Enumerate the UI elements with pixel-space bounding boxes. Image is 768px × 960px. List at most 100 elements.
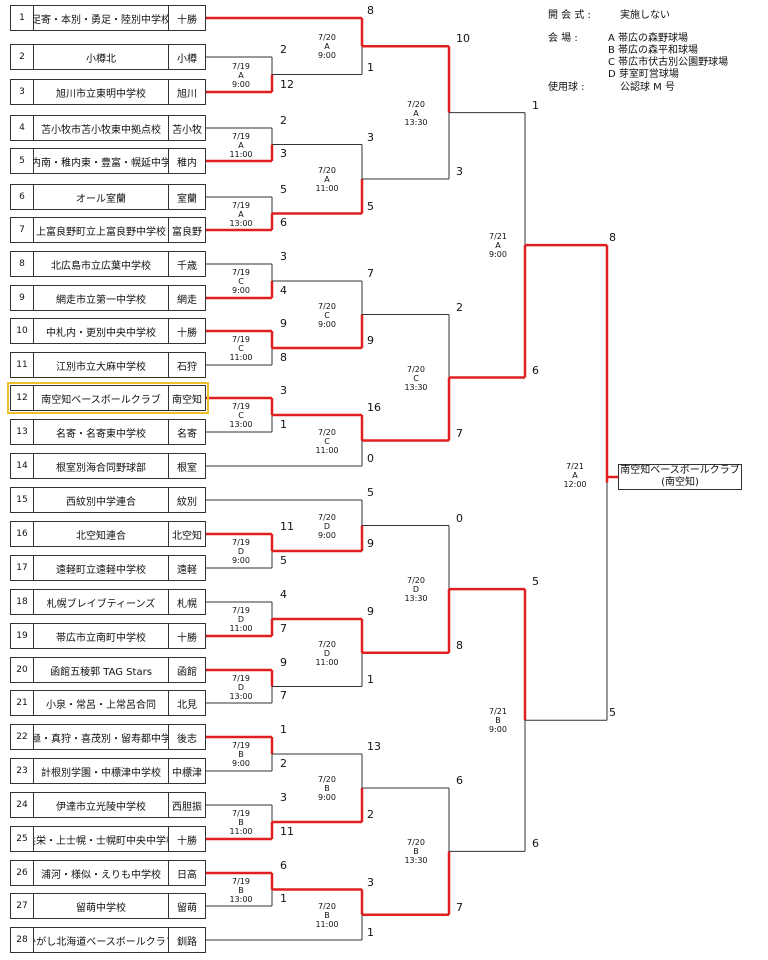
score-label: 8	[280, 351, 287, 364]
team-name: 中札内・更別中央中学校	[34, 319, 169, 343]
score-label: 3	[280, 250, 287, 263]
team-number: 14	[11, 454, 34, 478]
team-area: 北空知	[172, 530, 202, 542]
score-label: 5	[367, 486, 374, 499]
team-name: 共栄・上士幌・士幌町中央中学校	[34, 827, 169, 851]
team-area: 留萌	[177, 902, 197, 914]
schedule-label: 7/19 C 11:00	[229, 335, 253, 362]
score-label: 6	[456, 774, 463, 787]
schedule-label: 7/19 D 9:00	[232, 538, 250, 565]
team-area: 西胆振	[172, 801, 202, 813]
schedule-label: 7/20 A 9:00	[318, 33, 336, 61]
team-number: 26	[11, 861, 34, 885]
team-name: 西紋別中学連合	[34, 488, 169, 512]
team-number: 22	[11, 725, 34, 749]
score-label: 7	[367, 267, 374, 280]
team-number: 6	[11, 185, 34, 209]
team-number: 9	[11, 286, 34, 310]
score-label: 1	[280, 418, 287, 431]
score-label: 3	[280, 147, 287, 160]
schedule-label: 7/20 A 13:30	[404, 99, 428, 127]
team-number: 4	[11, 116, 34, 140]
score-label: 9	[367, 537, 374, 550]
schedule-label: 7/20 B 9:00	[318, 775, 336, 802]
score-label: 8	[456, 638, 463, 652]
team-number: 1	[11, 6, 34, 30]
venue-d: D 芽室町営球場	[608, 69, 679, 80]
score-label: 11	[280, 520, 294, 533]
score-label: 7	[456, 426, 463, 440]
schedule-label: 7/19 A 9:00	[232, 61, 250, 89]
venue-a: A 帯広の森野球場	[608, 33, 689, 44]
team-number: 2	[11, 45, 34, 69]
team-name: 小泉・常呂・上常呂合同	[34, 691, 169, 715]
team-number: 16	[11, 522, 34, 546]
team-area: 千歳	[177, 260, 197, 272]
schedule-label: 7/19 D 13:00	[229, 673, 253, 701]
team-area: 十勝	[177, 14, 197, 26]
score-label: 2	[280, 757, 287, 770]
score-label: 9	[367, 605, 374, 618]
venue-label: 会 場 :	[548, 33, 578, 44]
team-area: 後志	[177, 733, 197, 745]
ceremony-value: 実施しない	[620, 10, 670, 21]
schedule-label: 7/20 A 11:00	[315, 166, 339, 193]
team-row: 5稚内南・稚内東・豊富・幌延中学校稚内	[10, 148, 206, 174]
venue-c: C 帯広市伏古別公園野球場	[608, 57, 729, 68]
team-name: 函館五稜郭 TAG Stars	[34, 658, 169, 682]
score-label: 8	[367, 4, 374, 17]
score-label: 6	[280, 859, 287, 872]
score-label: 3	[367, 130, 374, 144]
team-name: 稚内南・稚内東・豊富・幌延中学校	[34, 149, 169, 173]
score-label: 1	[367, 672, 374, 686]
team-number: 24	[11, 793, 34, 817]
team-area: 十勝	[177, 835, 197, 847]
score-label: 2	[280, 43, 287, 56]
team-area: 網走	[177, 294, 197, 306]
team-name: 網走市立第一中学校	[34, 286, 169, 310]
team-number: 13	[11, 420, 34, 444]
team-number: 23	[11, 759, 34, 783]
schedule-label: 7/20 B 13:30	[404, 838, 428, 866]
score-label: 9	[367, 334, 374, 347]
score-label: 6	[532, 837, 539, 851]
team-area: 小樽	[177, 53, 197, 65]
schedule-label: 7/20 C 9:00	[318, 301, 336, 329]
score-label: 8	[609, 231, 616, 245]
score-label: 1	[367, 926, 374, 939]
team-area: 釧路	[177, 936, 197, 948]
score-label: 5	[280, 183, 287, 196]
score-label: 5	[280, 554, 287, 567]
score-label: 0	[456, 511, 463, 525]
schedule-label: 7/19 C 13:00	[229, 402, 253, 429]
champion-area: (南空知)	[661, 477, 699, 488]
team-number: 7	[11, 218, 34, 242]
score-label: 11	[280, 825, 294, 838]
schedule-label: 7/19 B 11:00	[229, 809, 253, 836]
score-label: 6	[532, 363, 539, 377]
team-name: 根室別海合同野球部	[34, 454, 169, 478]
team-area: 函館	[177, 666, 197, 678]
schedule-label: 7/20 C 11:00	[315, 427, 339, 455]
score-label: 12	[280, 78, 294, 91]
team-number: 12	[11, 386, 34, 410]
score-label: 4	[280, 284, 287, 297]
team-name: 足寄・本別・勇足・陸別中学校	[34, 6, 169, 30]
score-label: 0	[367, 452, 374, 465]
schedule-label: 7/20 C 13:30	[404, 364, 428, 392]
team-name: 帯広市立南町中学校	[34, 624, 169, 648]
schedule-label: 7/20 B 11:00	[315, 901, 339, 929]
team-number: 19	[11, 624, 34, 648]
score-label: 9	[280, 656, 287, 669]
schedule-label: 7/19 A 13:00	[229, 200, 253, 228]
team-name: 南空知ベースボールクラブ	[34, 386, 169, 410]
